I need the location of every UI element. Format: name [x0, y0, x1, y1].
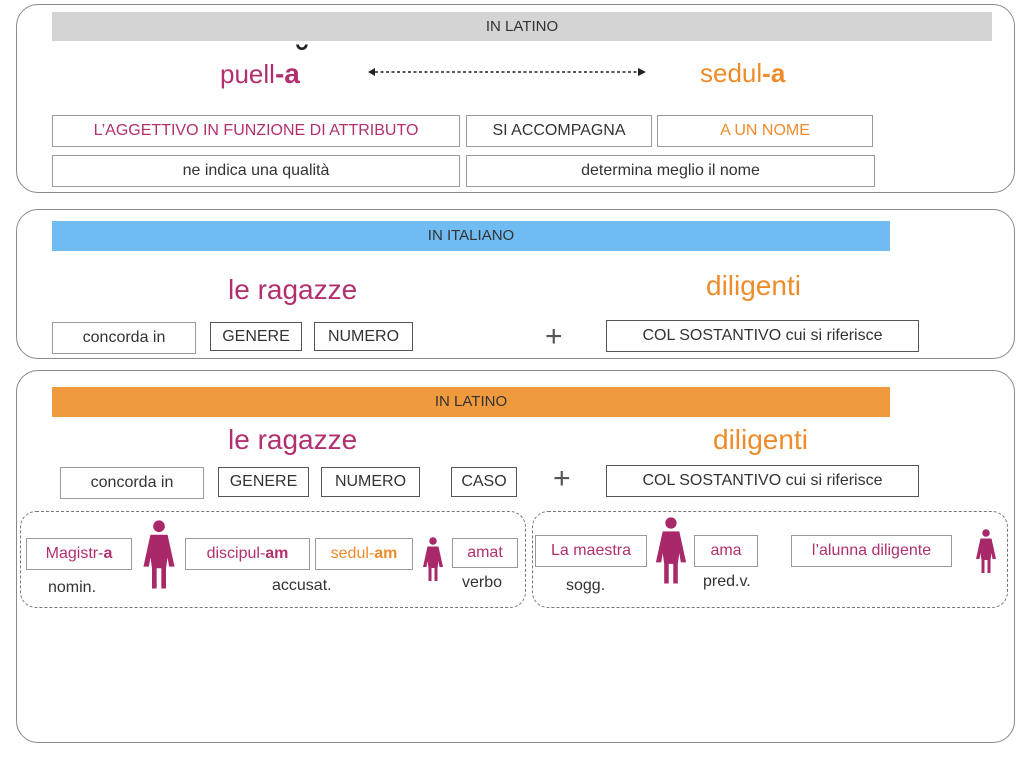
plus-sign-2: + [553, 462, 571, 495]
numero-box: NUMERO [314, 322, 413, 351]
word-lalunna-diligente: l’alunna diligente [791, 535, 952, 567]
label-nomin: nomin. [48, 579, 97, 596]
attributo-box: L’AGGETTIVO IN FUNZIONE DI ATTRIBUTO [52, 115, 460, 147]
noun-ending: -a [274, 58, 300, 89]
noun-puella: puell-a [220, 60, 300, 88]
double-arrow [368, 68, 646, 76]
word-discipulam-stem: discipul- [206, 545, 266, 562]
female-person-icon [976, 529, 996, 574]
adjective-ending: -a [762, 58, 786, 88]
genere-box-2: GENERE [218, 467, 309, 497]
word-discipulam: discipul-am [185, 538, 310, 570]
qualita-box: ne indica una qualità [52, 155, 460, 187]
italiano-adjective: diligenti [706, 270, 801, 301]
noun-stem: puell [220, 59, 275, 89]
female-person-icon [141, 520, 177, 590]
word-magistra-ending: a [103, 545, 113, 562]
concorda-in-box-2: concorda in [60, 467, 204, 499]
word-magistra: Magistr-a [26, 538, 132, 570]
female-person-icon [423, 537, 443, 582]
italiano-noun: le ragazze [228, 274, 358, 305]
word-ama: ama [694, 535, 758, 567]
a-un-nome-box: A UN NOME [657, 115, 873, 147]
latin-example-group [20, 511, 526, 608]
caso-box: CASO [451, 467, 517, 497]
concorda-in-box: concorda in [52, 322, 196, 354]
si-accompagna-box: SI ACCOMPAGNA [466, 115, 652, 147]
header-italiano: IN ITALIANO [52, 221, 890, 251]
col-sostantivo-box: COL SOSTANTIVO cui si riferisce [606, 320, 919, 352]
label-verbo: verbo [462, 574, 503, 591]
label-pred: pred.v. [703, 573, 751, 590]
word-discipulam-ending: am [265, 545, 289, 562]
italian-example-group [532, 511, 1008, 608]
word-amat: amat [452, 538, 518, 568]
determina-box: determina meglio il nome [466, 155, 875, 187]
word-sedulam-stem: sedul- [330, 545, 375, 562]
word-sedulam-ending: am [374, 545, 398, 562]
header-latino-accordo: IN LATINO [52, 387, 890, 417]
word-la-maestra: La maestra [535, 535, 647, 567]
word-magistra-stem: Magistr- [45, 545, 104, 562]
adjective-stem: sedul [700, 58, 763, 88]
header-latino-intro: IN LATINO [52, 12, 992, 41]
label-accusat: accusat. [272, 577, 332, 594]
breve-mark: ˘ [297, 40, 309, 78]
latino-adjective: diligenti [713, 424, 808, 455]
adjective-sedula: sedul-a [700, 60, 785, 86]
col-sostantivo-box-2: COL SOSTANTIVO cui si riferisce [606, 465, 919, 497]
label-sogg: sogg. [566, 577, 606, 594]
female-person-icon [654, 517, 688, 585]
word-sedulam: sedul-am [315, 538, 413, 570]
numero-box-2: NUMERO [321, 467, 420, 497]
plus-sign: + [545, 320, 563, 353]
genere-box: GENERE [210, 322, 302, 351]
latino-noun: le ragazze [228, 424, 358, 455]
